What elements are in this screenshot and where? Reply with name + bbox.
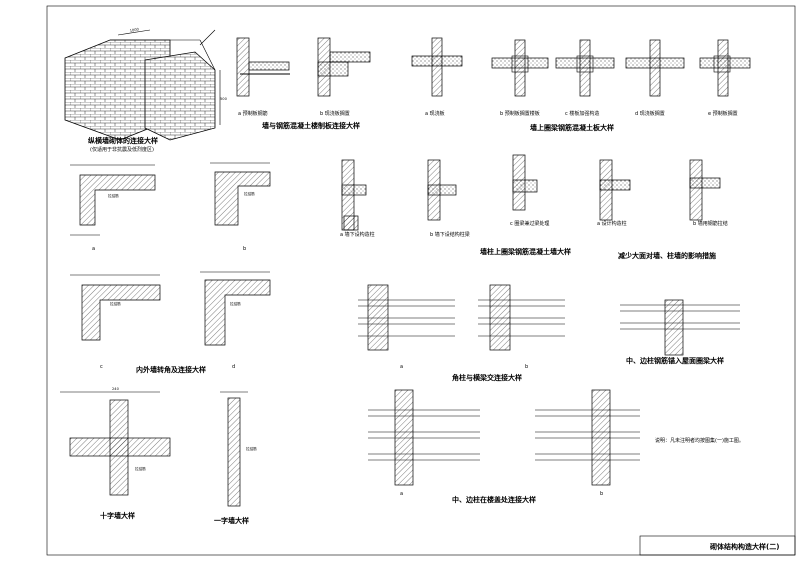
- tie-column-detail-c: c 圈梁兼过梁处理: [510, 154, 549, 227]
- svg-text:拉结筋: 拉结筋: [108, 193, 119, 198]
- mid-column-floor-detail-a: a: [368, 389, 480, 497]
- svg-text:b 现浇板搁置: b 现浇板搁置: [320, 110, 350, 117]
- caption-tie-column: 墙柱上圈梁钢筋混凝土墙大样: [480, 247, 571, 256]
- ring-detail-e: e 预制板搁置: [699, 39, 751, 117]
- svg-text:b: b: [243, 246, 246, 252]
- dim-500: 500: [220, 97, 228, 101]
- svg-text:拉结筋: 拉结筋: [244, 191, 255, 196]
- svg-text:a 设计构造柱: a 设计构造柱: [597, 220, 627, 227]
- svg-text:拉结筋: 拉结筋: [246, 446, 257, 451]
- straight-wall-detail: 拉结筋: [220, 391, 257, 507]
- svg-text:a 墙下设构造柱: a 墙下设构造柱: [340, 231, 375, 238]
- ring-detail-d: d 现浇板搁置: [625, 39, 685, 117]
- svg-text:c: c: [100, 364, 103, 370]
- caption-wall-slab: 墙与钢筋混凝土楼制板连接大样: [262, 121, 360, 130]
- beam-column-detail-b: b: [478, 284, 565, 370]
- beam-column-detail-a: a: [358, 284, 455, 370]
- sheet-border: [46, 5, 796, 556]
- wall-slab-detail-a: a 预制板钢筋: [236, 37, 290, 117]
- svg-text:a 预制板钢筋: a 预制板钢筋: [238, 110, 268, 117]
- svg-text:b: b: [600, 491, 603, 497]
- svg-text:a: a: [400, 491, 403, 497]
- svg-text:b: b: [525, 364, 528, 370]
- caption-reduce-wall: 减少大面对墙、柱墙的影响措施: [618, 251, 716, 260]
- ring-detail-c: c 楼板加强构造: [555, 39, 615, 117]
- svg-text:e 预制板搁置: e 预制板搁置: [708, 110, 738, 117]
- sheet-note: 说明：凡未注明者均按图集(一)施工图。: [655, 437, 744, 444]
- svg-text:a: a: [400, 364, 403, 370]
- svg-text:240: 240: [112, 387, 120, 391]
- svg-text:a: a: [92, 246, 95, 252]
- ring-detail-b: b 预制板搁置楼板: [491, 39, 549, 117]
- caption-mid-column: 中、边柱钢筋锚入屋面圈梁大样: [626, 356, 724, 365]
- reduce-wall-detail-a: a 设计构造柱: [597, 159, 631, 227]
- svg-text:c 楼板加强构造: c 楼板加强构造: [565, 110, 599, 117]
- caption-corner-joint: 内外墙转角及连接大样: [136, 365, 206, 374]
- corner-detail-a: 拉结筋 a: [70, 164, 156, 252]
- dim-1000: 1000: [129, 27, 139, 33]
- svg-text:b 墙用钢筋拉结: b 墙用钢筋拉结: [693, 220, 728, 227]
- caption-brick-3d-sub: (仅适用于非抗震及低烈度区): [90, 146, 154, 153]
- svg-text:d: d: [232, 364, 235, 370]
- title-block-text: 砌体结构构造大样(二): [709, 542, 779, 551]
- tie-column-detail-a: a 墙下设构造柱: [340, 159, 375, 238]
- caption-ring-beam-top: 墙上圈梁钢筋混凝土板大样: [530, 123, 614, 132]
- svg-text:拉结筋: 拉结筋: [110, 301, 121, 306]
- wall-slab-detail-b: b 现浇板搁置: [317, 37, 371, 117]
- tie-column-detail-b: b 墙下设结构柱梁: [427, 159, 470, 238]
- caption-mid-column-floor: 中、边柱在楼盖处连接大样: [452, 495, 536, 504]
- svg-text:拉结筋: 拉结筋: [135, 466, 146, 471]
- caption-cross-wall: 十字墙大样: [100, 511, 135, 520]
- caption-brick-3d: 纵横墙砌体的连接大样: [88, 136, 158, 145]
- svg-text:d 现浇板搁置: d 现浇板搁置: [635, 110, 665, 117]
- caption-straight-wall: 一字墙大样: [214, 516, 249, 525]
- title-block: [639, 535, 796, 556]
- cross-wall-detail: 240 拉结筋: [60, 387, 171, 496]
- ring-beam-row: a 现浇板 b 预制板搁置楼板 c 楼板加强构造 d 现浇板搁置 e 预制板搁置: [411, 37, 751, 117]
- corner-detail-b: 拉结筋 b: [210, 162, 271, 252]
- brick-wall-3d: 1000 500: [64, 27, 228, 141]
- corner-detail-c: 拉结筋 c: [70, 274, 161, 370]
- svg-text:b 预制板搁置楼板: b 预制板搁置楼板: [500, 110, 540, 117]
- mid-column-floor-detail-b: b: [535, 389, 640, 497]
- ring-detail-a: a 现浇板: [411, 37, 463, 117]
- reduce-wall-detail-b: b 墙用钢筋拉结: [689, 159, 728, 227]
- svg-text:b 墙下设结构柱梁: b 墙下设结构柱梁: [430, 231, 470, 238]
- svg-text:c 圈梁兼过梁处理: c 圈梁兼过梁处理: [510, 220, 549, 227]
- mid-column-roof-detail: [620, 299, 740, 356]
- svg-text:拉结筋: 拉结筋: [230, 301, 241, 306]
- svg-text:a 现浇板: a 现浇板: [425, 110, 445, 117]
- caption-beam-column: 角柱与横梁交连接大样: [452, 373, 522, 382]
- corner-detail-d: 拉结筋 d: [200, 271, 271, 370]
